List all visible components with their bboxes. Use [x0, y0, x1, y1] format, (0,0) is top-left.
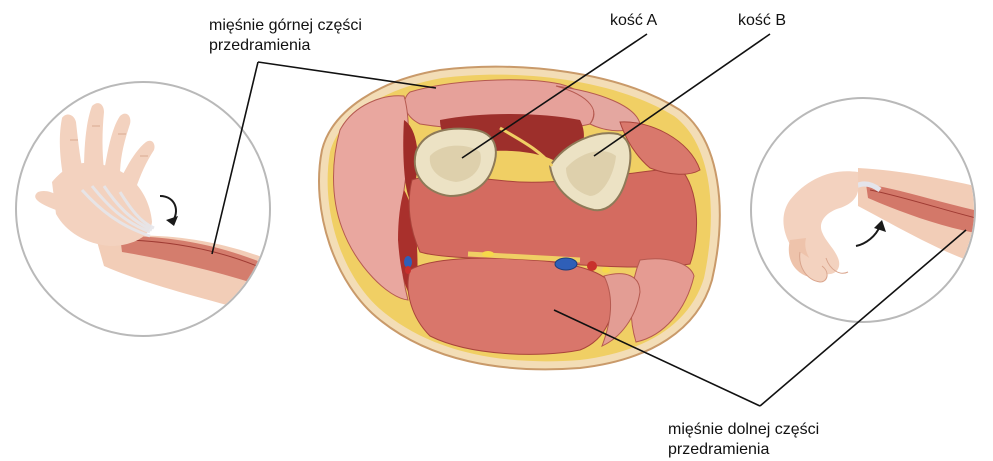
right-inset-hand [751, 98, 993, 322]
label-upper-muscles: mięśnie górnej części przedramienia [209, 16, 362, 56]
label-lower-muscles-line1: mięśnie dolnej części [668, 420, 819, 440]
label-upper-muscles-line2: przedramienia [209, 36, 362, 56]
label-lower-muscles: mięśnie dolnej części przedramienia [668, 420, 819, 460]
label-bone-a: kość A [610, 11, 657, 31]
label-bone-b: kość B [738, 11, 786, 31]
label-upper-muscles-line1: mięśnie górnej części [209, 16, 362, 36]
leader-line-upper-muscles [258, 62, 436, 88]
left-inset-hand [16, 82, 275, 336]
cross-section [319, 67, 720, 370]
label-lower-muscles-line2: przedramienia [668, 440, 819, 460]
